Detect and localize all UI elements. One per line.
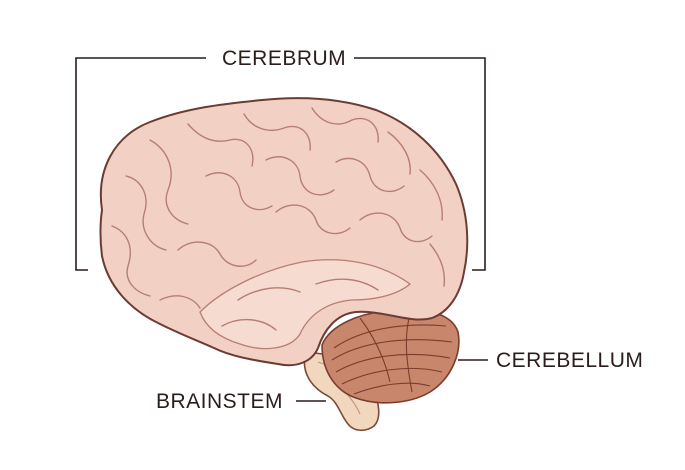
cerebrum-label: CEREBRUM bbox=[222, 48, 346, 69]
brainstem-label: BRAINSTEM bbox=[156, 391, 283, 412]
cerebellum-label: CEREBELLUM bbox=[496, 350, 643, 371]
